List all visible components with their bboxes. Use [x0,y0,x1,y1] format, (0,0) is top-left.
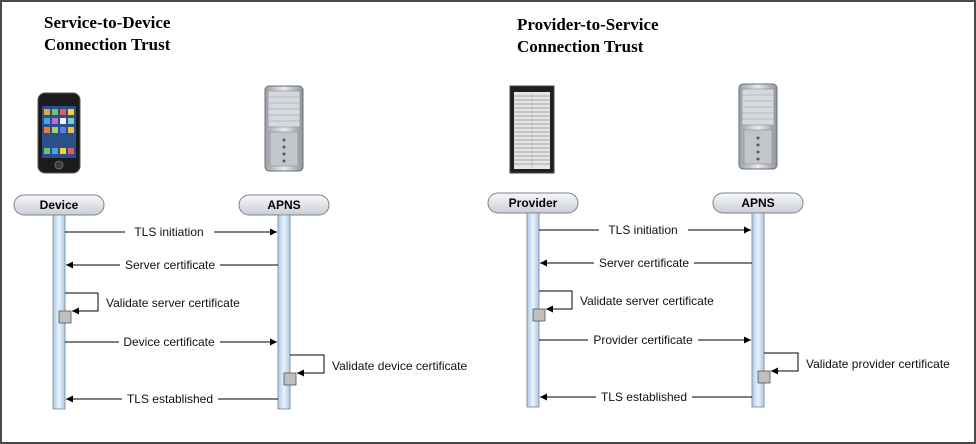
provider-rack-icon [509,85,555,174]
message-tls-initiation-left: TLS initiation [65,225,277,239]
message-validate-device-certificate: Validate device certificate [283,354,468,386]
right-title-line1: Provider-to-Service [517,15,659,34]
actor-apns-left: APNS [238,194,330,216]
activation-box [532,308,546,322]
lifeline-apns-left [277,214,291,410]
message-label: Provider certificate [593,333,693,347]
message-label: Validate provider certificate [806,357,950,371]
message-label: Validate server certificate [106,296,240,310]
actor-apns-right: APNS [712,192,804,214]
activation-box [283,372,297,386]
message-device-certificate: Device certificate [65,335,277,349]
phone-icon [37,92,81,174]
message-label: TLS established [127,392,213,406]
actor-apns-left-label: APNS [267,198,300,212]
actor-device: Device [13,194,105,216]
message-server-certificate-right: Server certificate [540,256,752,270]
message-server-certificate-left: Server certificate [66,258,278,272]
apns-server-icon [264,85,304,172]
message-provider-certificate: Provider certificate [539,333,751,347]
message-tls-established-left: TLS established [66,392,278,406]
right-title-line2: Connection Trust [517,37,644,56]
message-tls-established-right: TLS established [540,390,752,404]
actor-provider-label: Provider [509,196,558,210]
right-panel: Provider-to-Service Connection Trust [487,15,950,408]
message-label: TLS established [601,390,687,404]
message-label: Validate device certificate [332,359,468,373]
message-validate-server-certificate-left: Validate server certificate [58,292,240,324]
message-label: Device certificate [123,335,215,349]
activation-box [58,310,72,324]
left-title-line2: Connection Trust [44,35,171,54]
left-title-line1: Service-to-Device [44,13,171,32]
apns-server-icon [738,83,778,170]
message-label: Validate server certificate [580,294,714,308]
actor-provider: Provider [487,192,579,214]
activation-box [757,370,771,384]
message-label: Server certificate [599,256,689,270]
message-label: Server certificate [125,258,215,272]
message-label: TLS initiation [134,225,203,239]
message-tls-initiation-right: TLS initiation [539,223,751,237]
actor-device-label: Device [40,198,79,212]
lifeline-apns-right [751,212,765,408]
message-validate-provider-certificate: Validate provider certificate [757,352,950,384]
message-validate-server-certificate-right: Validate server certificate [532,290,714,322]
left-panel: Service-to-Device Connection Trust [13,13,468,410]
message-label: TLS initiation [608,223,677,237]
actor-apns-right-label: APNS [741,196,774,210]
